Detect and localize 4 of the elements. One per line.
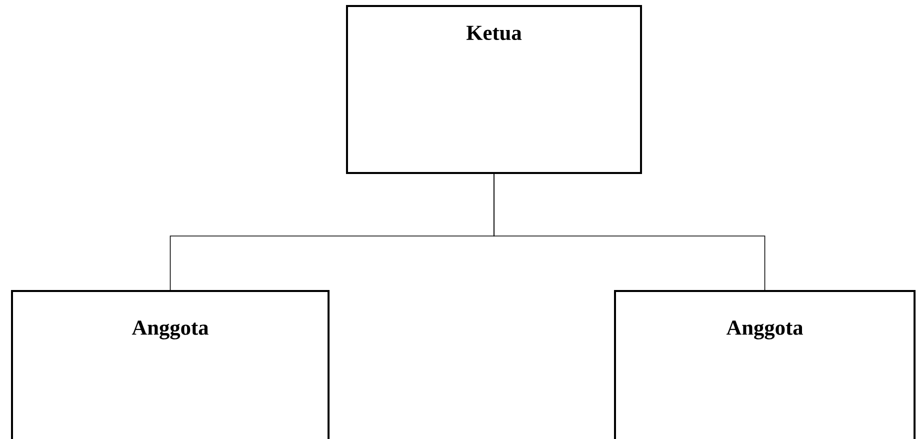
org-box: Ketua: [346, 5, 642, 174]
org-box: Anggota: [614, 290, 916, 439]
connector-line: [494, 174, 766, 292]
org-box: Anggota: [11, 290, 330, 439]
